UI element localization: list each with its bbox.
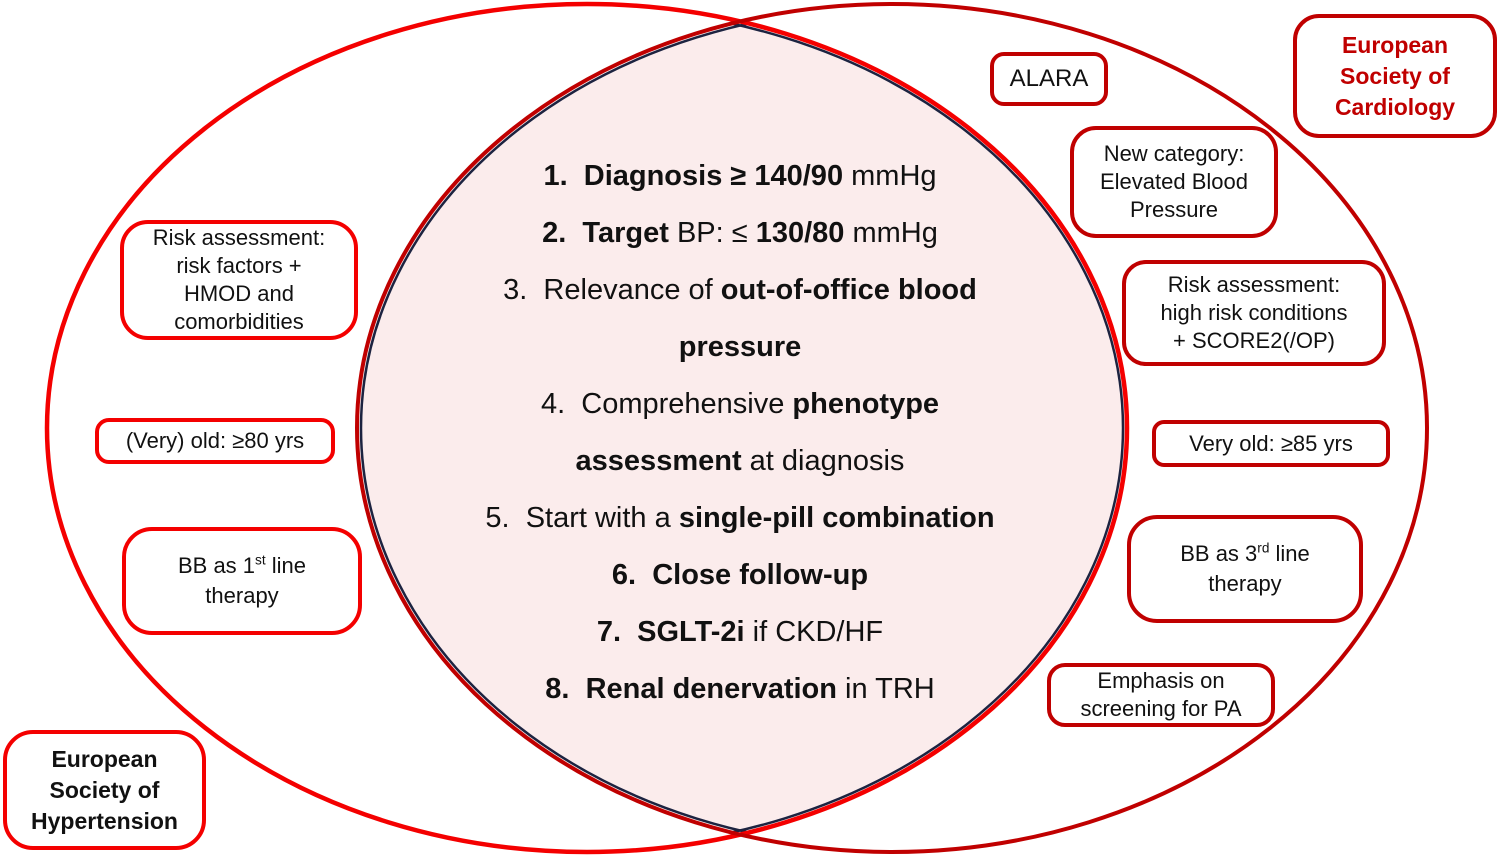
text-line: + SCORE2(/OP): [1173, 328, 1335, 353]
shared-recommendations-list: 1. Diagnosis ≥ 140/90 mmHg 2. Target BP: …: [340, 148, 1140, 718]
text-line: Hypertension: [31, 807, 178, 834]
text-line: Very old: ≥85 yrs: [1189, 430, 1353, 456]
recommendation-renal-denervation: 8. Renal denervation in TRH: [545, 673, 935, 705]
recommendation-single-pill-combination: 5. Start with a single-pill combination: [485, 502, 995, 534]
text-line: risk factors +: [176, 253, 302, 278]
text-line: Pressure: [1129, 197, 1219, 222]
text-line: Emphasis on: [1097, 668, 1225, 693]
overlap-lens: [357, 4, 1127, 852]
text-line: European: [51, 745, 158, 772]
text-line: high risk conditions: [1160, 300, 1348, 325]
text-line: therapy: [205, 583, 279, 608]
recommendation-target-bp: 2. Target BP: ≤ 130/80 mmHg: [542, 217, 938, 249]
recommendation-phenotype-assessment: assessment at diagnosis: [575, 445, 905, 477]
esh-very-old-box: (Very) old: ≥80 yrs: [95, 418, 335, 464]
text-line: therapy: [1208, 571, 1282, 596]
text-line: Risk assessment:: [152, 225, 326, 250]
recommendation-out-of-office-bp: 3. Relevance of out-of-office blood: [503, 274, 977, 306]
esc-bb-third-line-box: BB as 3rd line therapy: [1127, 515, 1363, 623]
recommendation-phenotype-assessment: 4. Comprehensive phenotype: [540, 388, 940, 420]
esh-circle: [44, 1, 1130, 855]
text-line: ALARA: [1009, 65, 1089, 92]
text-line: HMOD and: [183, 281, 295, 306]
text-line: Elevated Blood: [1100, 169, 1248, 194]
text-line: Risk assessment:: [1167, 272, 1341, 297]
text-line: BB as 1st line: [177, 552, 306, 578]
text-line: comorbidities: [174, 309, 304, 334]
text-line: screening for PA: [1080, 696, 1242, 721]
recommendation-diagnosis-threshold: 1. Diagnosis ≥ 140/90 mmHg: [543, 160, 937, 192]
text-line: Society of: [49, 776, 160, 803]
recommendation-sglt2i: 7. SGLT-2i if CKD/HF: [596, 616, 884, 648]
text-line: Cardiology: [1334, 93, 1456, 120]
esc-pa-screening-box: Emphasis on screening for PA: [1047, 663, 1275, 727]
recommendation-close-follow-up: 6. Close follow-up: [611, 559, 869, 591]
esc-very-old-box: Very old: ≥85 yrs: [1152, 420, 1390, 467]
esh-bb-first-line-box: BB as 1st line therapy: [122, 527, 362, 635]
text-line: Society of: [1340, 62, 1450, 89]
esc-risk-assessment-box: Risk assessment: high risk conditions + SC…: [1122, 260, 1386, 366]
text-line: BB as 3rd line: [1180, 540, 1310, 566]
text-line: European: [1341, 31, 1449, 58]
esc-alara-box: ALARA: [990, 52, 1108, 106]
esh-risk-assessment-box: Risk assessment: risk factors + HMOD and co…: [120, 220, 358, 340]
text-line: New category:: [1103, 141, 1245, 166]
text-line: (Very) old: ≥80 yrs: [125, 428, 305, 453]
esc-circle: [355, 2, 1429, 854]
recommendation-out-of-office-bp: pressure: [678, 331, 802, 363]
